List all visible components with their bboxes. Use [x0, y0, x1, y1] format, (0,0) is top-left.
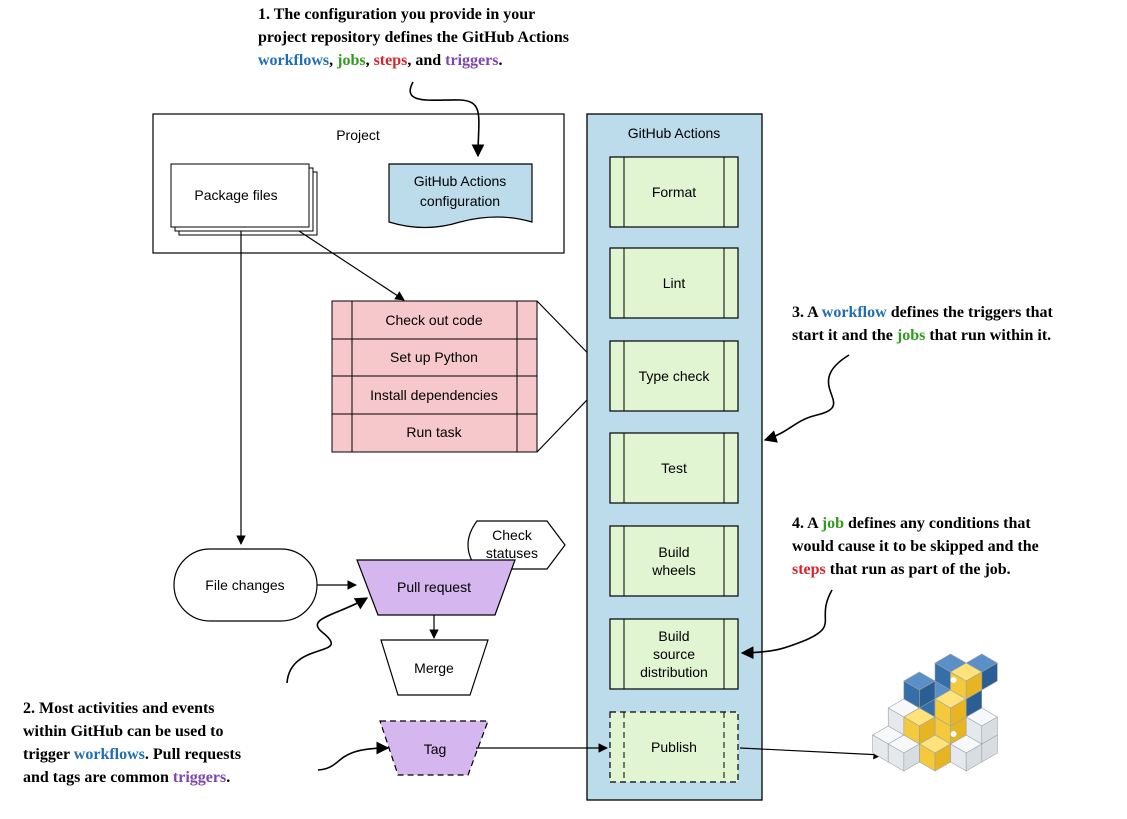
publish-to-pypi-arrow	[739, 747, 883, 760]
step-install-deps: Install dependencies	[370, 387, 498, 403]
note4-arrow	[740, 589, 833, 660]
merge-label: Merge	[414, 660, 454, 676]
config-label-line1: GitHub Actions	[414, 173, 507, 189]
job-build-source-distribution: Build source distribution	[609, 618, 739, 690]
note1-line2: project repository defines the GitHub Ac…	[258, 29, 569, 46]
config-document: GitHub Actions configuration	[388, 163, 533, 229]
note4-line2: would cause it to be skipped and the	[792, 538, 1039, 555]
note3-line1: 3. A workflow defines the triggers that	[792, 304, 1054, 321]
note2-line2: within GitHub can be used to	[23, 723, 223, 740]
tag-label: Tag	[424, 741, 447, 757]
package-files: Package files	[170, 163, 318, 236]
note1-word-steps: steps	[374, 52, 408, 69]
job-label-test-line1: Test	[661, 460, 687, 476]
project-box: Project Package files GitHub Actions con…	[152, 113, 565, 254]
note-triggers: 2. Most activities and events within Git…	[23, 700, 241, 786]
steps-panel: Check out code Set up Python Install dep…	[331, 300, 538, 453]
check-statuses: Check statuses	[467, 520, 566, 570]
job-lint: Lint	[609, 247, 739, 319]
pull-request-label: Pull request	[397, 579, 471, 595]
job-publish: Publish	[609, 711, 739, 783]
job-label-lint-line1: Lint	[663, 275, 686, 291]
file-changes: File changes	[173, 548, 318, 622]
project-title: Project	[336, 127, 380, 143]
note2-word-workflows: workflows	[74, 746, 145, 763]
job-label-format-line1: Format	[652, 184, 696, 200]
step-checkout: Check out code	[385, 312, 482, 328]
note2-line4: and tags are common triggers.	[23, 769, 230, 786]
job-label-build-source-distribution-line1: Build	[658, 628, 689, 644]
check-statuses-line1: Check	[492, 527, 533, 543]
note4-line1: 4. A job defines any conditions that	[792, 515, 1031, 532]
note-job: 4. A job defines any conditions that wou…	[792, 515, 1039, 578]
note4-word-job: job	[821, 515, 844, 532]
note1-word-triggers: triggers	[445, 52, 498, 69]
job-label-build-wheels-line2: wheels	[651, 562, 696, 578]
note2-line3: trigger workflows. Pull requests	[23, 746, 241, 763]
job-label-build-source-distribution-line3: distribution	[640, 664, 708, 680]
config-label-line2: configuration	[420, 193, 500, 209]
package-to-steps-arrow	[298, 230, 405, 301]
note3-arrow	[763, 354, 850, 443]
tag: Tag	[379, 720, 489, 776]
job-label-type-check-line1: Type check	[639, 368, 711, 384]
note3-word-workflow: workflow	[822, 304, 887, 321]
note2-arrow-tag	[317, 741, 390, 771]
note-configuration: 1. The configuration you provide in your…	[258, 6, 569, 69]
step-run-task: Run task	[406, 424, 462, 440]
job-type-check: Type check	[609, 340, 739, 412]
note3-line2: start it and the jobs that run within it…	[792, 327, 1051, 344]
note3-word-jobs: jobs	[896, 327, 925, 344]
note1-arrow	[409, 81, 485, 158]
pypi-logo-icon	[872, 653, 998, 772]
note1-line1: 1. The configuration you provide in your	[258, 6, 535, 23]
merge: Merge	[380, 639, 489, 696]
note4-word-steps: steps	[792, 561, 826, 578]
file-changes-label: File changes	[205, 577, 284, 593]
note2-word-triggers: triggers	[173, 769, 226, 786]
github-actions-title: GitHub Actions	[628, 125, 721, 141]
note4-line3: steps that run as part of the job.	[792, 561, 1011, 578]
job-test: Test	[609, 432, 739, 504]
job-build-wheels: Build wheels	[609, 525, 739, 597]
job-label-build-source-distribution-line2: source	[653, 646, 695, 662]
job-format: Format	[609, 156, 739, 228]
step-setup-python: Set up Python	[390, 349, 478, 365]
note-workflow: 3. A workflow defines the triggers that …	[792, 304, 1054, 344]
check-statuses-line2: statuses	[486, 545, 538, 561]
note2-arrow-pr	[286, 597, 369, 684]
package-files-label: Package files	[194, 187, 277, 203]
note1-word-workflows: workflows	[258, 52, 329, 69]
note1-line3: workflows, jobs, steps, and triggers.	[258, 52, 502, 69]
note2-line1: 2. Most activities and events	[23, 700, 215, 717]
job-label-build-wheels-line1: Build	[658, 544, 689, 560]
pull-request: Pull request	[356, 559, 516, 616]
job-label-publish-line1: Publish	[651, 739, 697, 755]
note1-word-jobs: jobs	[336, 52, 365, 69]
